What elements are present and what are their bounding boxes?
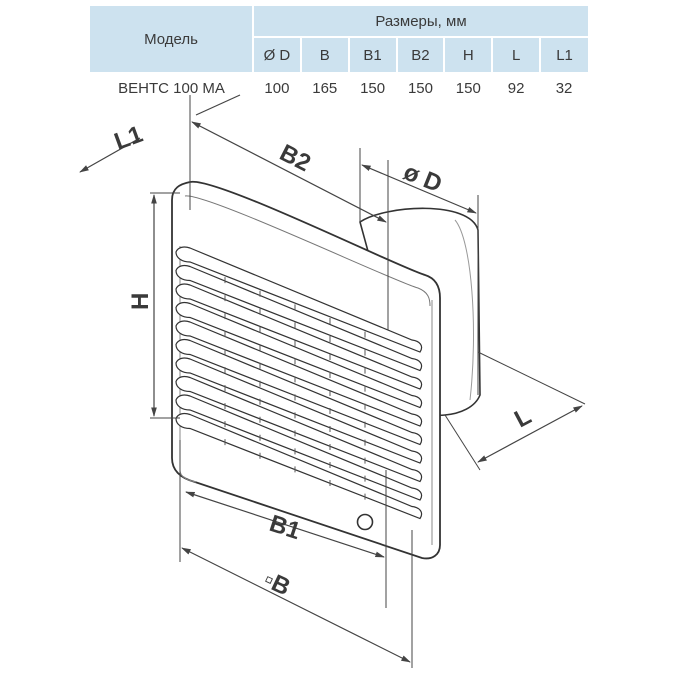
louvre-grille	[175, 246, 423, 520]
col-header-d: Ø D	[253, 37, 302, 72]
value-b: 165	[312, 79, 338, 97]
model-header: Модель	[90, 6, 254, 72]
louvre-slat	[175, 357, 423, 464]
label-l1: L1	[111, 121, 147, 156]
label-d: ø D	[400, 159, 446, 199]
dimensions-header: Размеры, мм	[253, 6, 588, 38]
louvre-slat	[175, 301, 423, 409]
dimension-lines	[79, 94, 583, 663]
louvre-slat	[175, 283, 423, 390]
louvre-slat	[175, 264, 423, 372]
louvre-slat	[175, 394, 423, 501]
louvre-slat	[175, 338, 423, 446]
louvre-slat	[175, 320, 423, 427]
spec-table: Модель Размеры, мм Ø D B B1 B2 H L L1 ВЕ…	[90, 6, 588, 104]
model-name: ВЕНТС 100 МА	[118, 79, 225, 97]
louvre-slat	[175, 246, 423, 353]
indicator-icon	[356, 513, 374, 531]
label-b: ▫B	[259, 566, 294, 601]
value-l1: 32	[555, 79, 573, 97]
col-header-l1: L1	[540, 37, 588, 72]
col-header-b: B	[300, 37, 350, 72]
value-l: 92	[507, 79, 525, 97]
value-h: 150	[455, 79, 481, 97]
value-b2: 150	[407, 79, 433, 97]
dim-l1-left	[79, 137, 141, 173]
table-row: ВЕНТС 100 МА 100 165 150 150 150 92 32	[90, 72, 588, 104]
dim-l	[477, 405, 583, 463]
value-d: 100	[264, 79, 290, 97]
label-l: L	[510, 403, 536, 434]
label-b2: B2	[275, 139, 315, 177]
dim-b	[181, 547, 411, 663]
louvre-slat	[175, 375, 423, 483]
dim-l1-right	[195, 94, 241, 116]
col-header-h: H	[444, 37, 494, 72]
col-header-b1: B1	[348, 37, 398, 72]
dim-b2	[191, 121, 387, 223]
col-header-l: L	[492, 37, 542, 72]
dim-d	[361, 164, 477, 214]
dim-b1	[185, 491, 385, 558]
label-h: H	[127, 293, 154, 310]
value-b1: 150	[360, 79, 386, 97]
col-header-b2: B2	[396, 37, 446, 72]
